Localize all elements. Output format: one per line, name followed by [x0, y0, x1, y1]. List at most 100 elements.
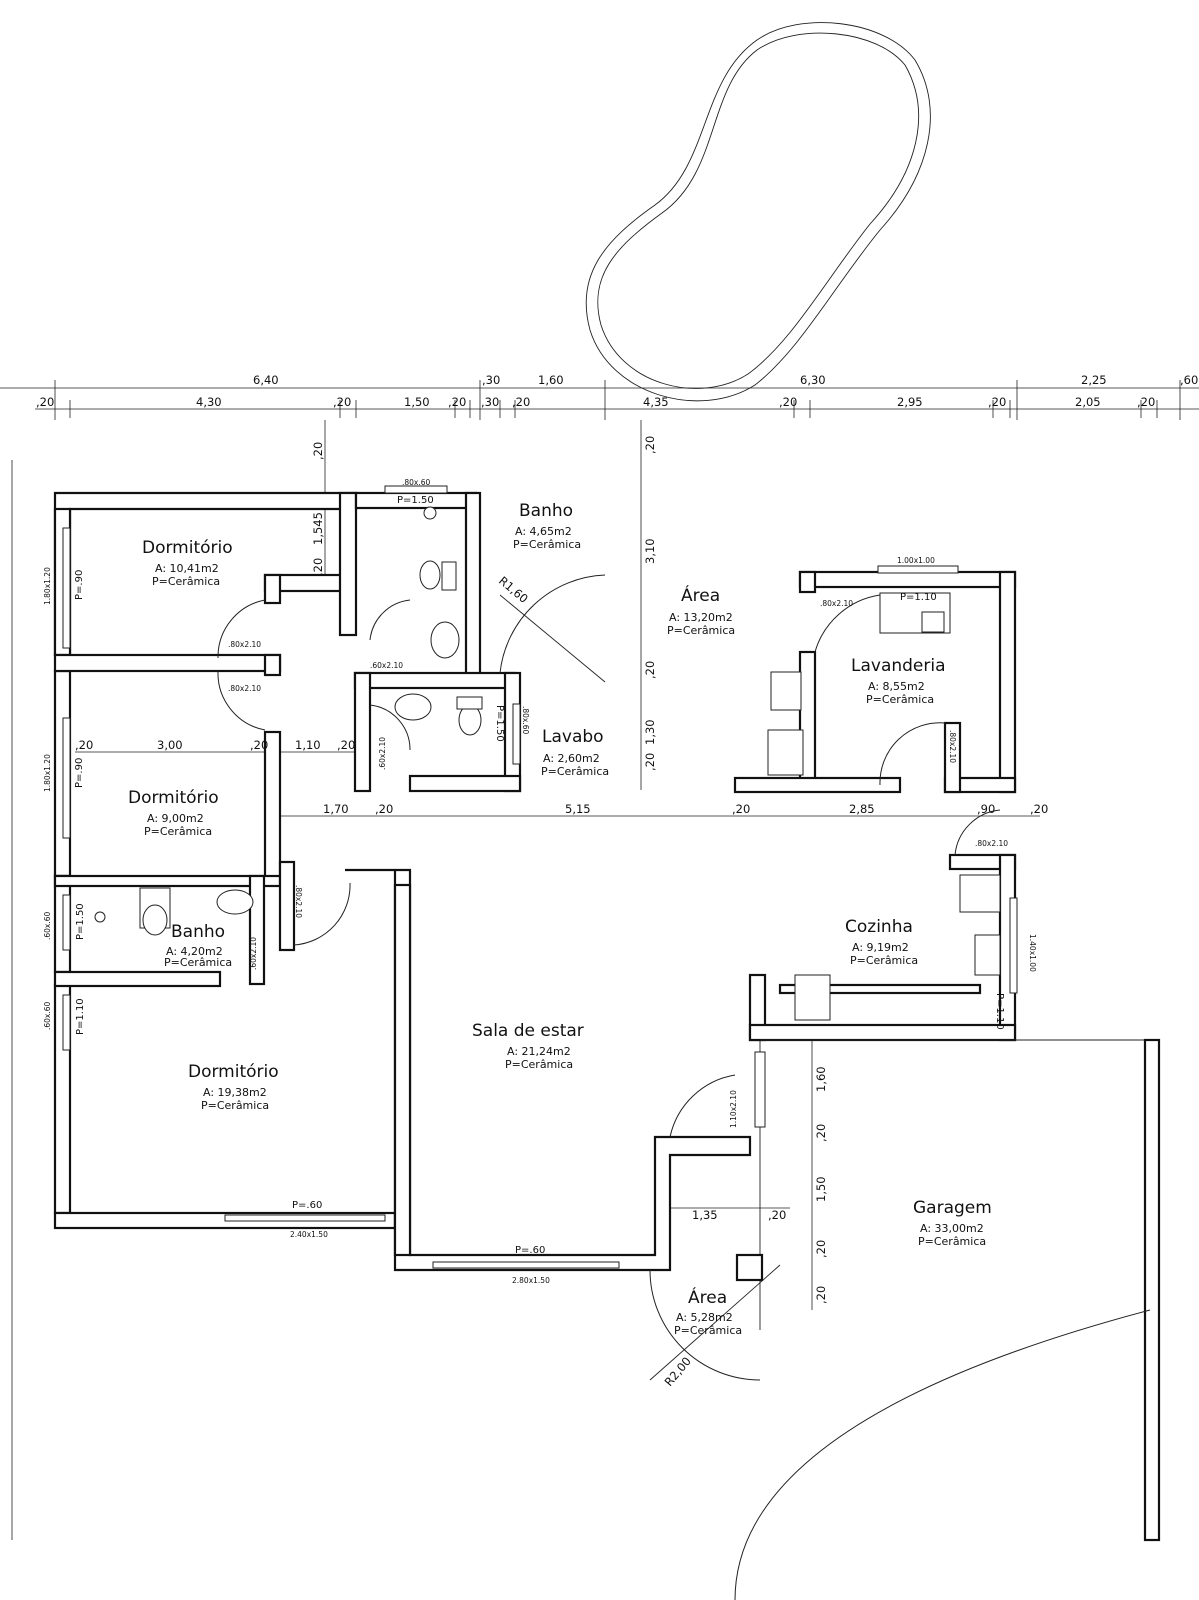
svg-text:,20: ,20 [75, 738, 93, 752]
svg-text:1,60: 1,60 [538, 373, 564, 387]
svg-text:1.10x2.10: 1.10x2.10 [729, 1090, 738, 1128]
svg-text:,20: ,20 [311, 558, 325, 576]
svg-text:Banho: Banho [519, 501, 573, 521]
svg-text:Área: Área [681, 584, 720, 606]
svg-text:5,15: 5,15 [565, 802, 591, 816]
svg-text:Banho: Banho [171, 922, 225, 942]
svg-text:P=1.10: P=1.10 [994, 993, 1005, 1030]
svg-text:,30: ,30 [482, 373, 500, 387]
svg-text:3,10: 3,10 [643, 538, 657, 564]
svg-text:,20: ,20 [448, 395, 466, 409]
svg-text:P=Cerâmica: P=Cerâmica [850, 954, 918, 967]
svg-text:,20: ,20 [375, 802, 393, 816]
room-label-lavanderia: Lavanderia A: 8,55m2 P=Cerâmica [851, 656, 946, 706]
svg-text:,20: ,20 [337, 738, 355, 752]
svg-text:P=Cerâmica: P=Cerâmica [866, 693, 934, 706]
svg-text:P=.90: P=.90 [74, 758, 85, 788]
svg-text:1,50: 1,50 [404, 395, 430, 409]
room-label-dorm2: Dormitório A: 9,00m2 P=Cerâmica [128, 788, 219, 838]
dims-mid: ,20 3,00 ,20 1,10 ,20 [75, 738, 355, 752]
svg-text:.60x.60: .60x.60 [43, 911, 52, 940]
svg-text:P=Cerâmica: P=Cerâmica [513, 538, 581, 551]
svg-text:.80x2.10: .80x2.10 [228, 684, 261, 693]
svg-text:.80x2.10: .80x2.10 [948, 730, 957, 763]
svg-text:P=Cerâmica: P=Cerâmica [667, 624, 735, 637]
svg-text:P=Cerâmica: P=Cerâmica [918, 1235, 986, 1248]
svg-text:.80x.60: .80x.60 [402, 478, 431, 487]
windows [62, 485, 1018, 1269]
svg-text:1.40x1.00: 1.40x1.00 [1028, 934, 1037, 972]
dims-vertical-b: ,20 3,10 ,20 1,30 ,20 [643, 436, 657, 771]
svg-text:1,30: 1,30 [643, 719, 657, 745]
svg-text:Dormitório: Dormitório [188, 1062, 279, 1082]
svg-text:A: 19,38m2: A: 19,38m2 [203, 1086, 267, 1099]
svg-text:,20: ,20 [643, 753, 657, 771]
svg-text:,20: ,20 [36, 395, 54, 409]
svg-text:,20: ,20 [643, 661, 657, 679]
room-label-area1: Área A: 13,20m2 P=Cerâmica [667, 584, 735, 637]
svg-text:P=Cerâmica: P=Cerâmica [152, 575, 220, 588]
svg-text:A: 33,00m2: A: 33,00m2 [920, 1222, 984, 1235]
svg-text:1,35: 1,35 [692, 1208, 718, 1222]
svg-text:4,30: 4,30 [196, 395, 222, 409]
svg-text:,20: ,20 [814, 1286, 828, 1304]
svg-text:P=1.50: P=1.50 [494, 705, 505, 742]
dims-vertical-c: 1,60 ,20 1,50 ,20 ,20 [814, 1066, 828, 1304]
svg-text:.60x2.10: .60x2.10 [249, 937, 258, 970]
room-label-garagem: Garagem A: 33,00m2 P=Cerâmica [913, 1198, 992, 1248]
svg-text:2,95: 2,95 [897, 395, 923, 409]
svg-text:1,70: 1,70 [323, 802, 349, 816]
svg-text:A: 9,19m2: A: 9,19m2 [852, 941, 909, 954]
svg-text:A: 4,65m2: A: 4,65m2 [515, 525, 572, 538]
svg-text:,20: ,20 [512, 395, 530, 409]
svg-text:,20: ,20 [768, 1208, 786, 1222]
svg-text:,20: ,20 [311, 442, 325, 460]
svg-text:P=1.50: P=1.50 [397, 495, 434, 506]
svg-text:2,25: 2,25 [1081, 373, 1107, 387]
svg-text:.60x.60: .60x.60 [43, 1001, 52, 1030]
svg-text:Cozinha: Cozinha [845, 917, 913, 937]
svg-text:,20: ,20 [250, 738, 268, 752]
svg-text:P=Cerâmica: P=Cerâmica [674, 1324, 742, 1337]
svg-text:P=Cerâmica: P=Cerâmica [164, 956, 232, 969]
svg-text:1,10: 1,10 [295, 738, 321, 752]
svg-text:Dormitório: Dormitório [142, 538, 233, 558]
svg-text:1.80x1.20: 1.80x1.20 [43, 567, 52, 605]
svg-text:,30: ,30 [481, 395, 499, 409]
svg-text:A: 21,24m2: A: 21,24m2 [507, 1045, 571, 1058]
dimension-lines [0, 380, 1199, 1540]
room-label-dorm3: Dormitório A: 19,38m2 P=Cerâmica [188, 1062, 279, 1112]
svg-text:1,60: 1,60 [814, 1066, 828, 1092]
svg-text:Lavanderia: Lavanderia [851, 656, 946, 676]
svg-text:Sala de estar: Sala de estar [472, 1021, 584, 1041]
room-label-area2: Área A: 5,28m2 P=Cerâmica [674, 1286, 742, 1337]
svg-text:A: 2,60m2: A: 2,60m2 [543, 752, 600, 765]
svg-text:.80x.60: .80x.60 [521, 706, 530, 735]
svg-text:,20: ,20 [814, 1240, 828, 1258]
pool [585, 22, 931, 402]
room-label-banho2: Banho A: 4,20m2 P=Cerâmica [164, 922, 232, 969]
svg-text:P=Cerâmica: P=Cerâmica [505, 1058, 573, 1071]
svg-text:2,05: 2,05 [1075, 395, 1101, 409]
svg-text:Garagem: Garagem [913, 1198, 992, 1218]
svg-text:A: 4,20m2: A: 4,20m2 [166, 945, 223, 958]
svg-text:R1,60: R1,60 [496, 574, 531, 606]
svg-text:Dormitório: Dormitório [128, 788, 219, 808]
svg-text:.80x2.10: .80x2.10 [975, 839, 1008, 848]
svg-text:4,35: 4,35 [643, 395, 669, 409]
svg-text:A: 8,55m2: A: 8,55m2 [868, 680, 925, 693]
svg-text:1,545: 1,545 [311, 512, 325, 545]
svg-text:6,40: 6,40 [253, 373, 279, 387]
room-label-banho1: Banho A: 4,65m2 P=Cerâmica [513, 501, 581, 551]
svg-text:A: 9,00m2: A: 9,00m2 [147, 812, 204, 825]
svg-text:P=.90: P=.90 [74, 570, 85, 600]
svg-text:2,85: 2,85 [849, 802, 875, 816]
opening-labels: .80x.60 P=1.50 1.00x1.00 P=1.10 .80x2.10… [43, 478, 1037, 1285]
svg-text:P=1.50: P=1.50 [75, 903, 86, 940]
dims-vertical-a: ,20 1,545 ,20 [311, 442, 325, 576]
dims-top-row1: 6,40 ,30 1,60 6,30 2,25 ,60 [253, 373, 1198, 387]
svg-text:,20: ,20 [779, 395, 797, 409]
svg-text:P=Cerâmica: P=Cerâmica [201, 1099, 269, 1112]
svg-text:A: 13,20m2: A: 13,20m2 [669, 611, 733, 624]
